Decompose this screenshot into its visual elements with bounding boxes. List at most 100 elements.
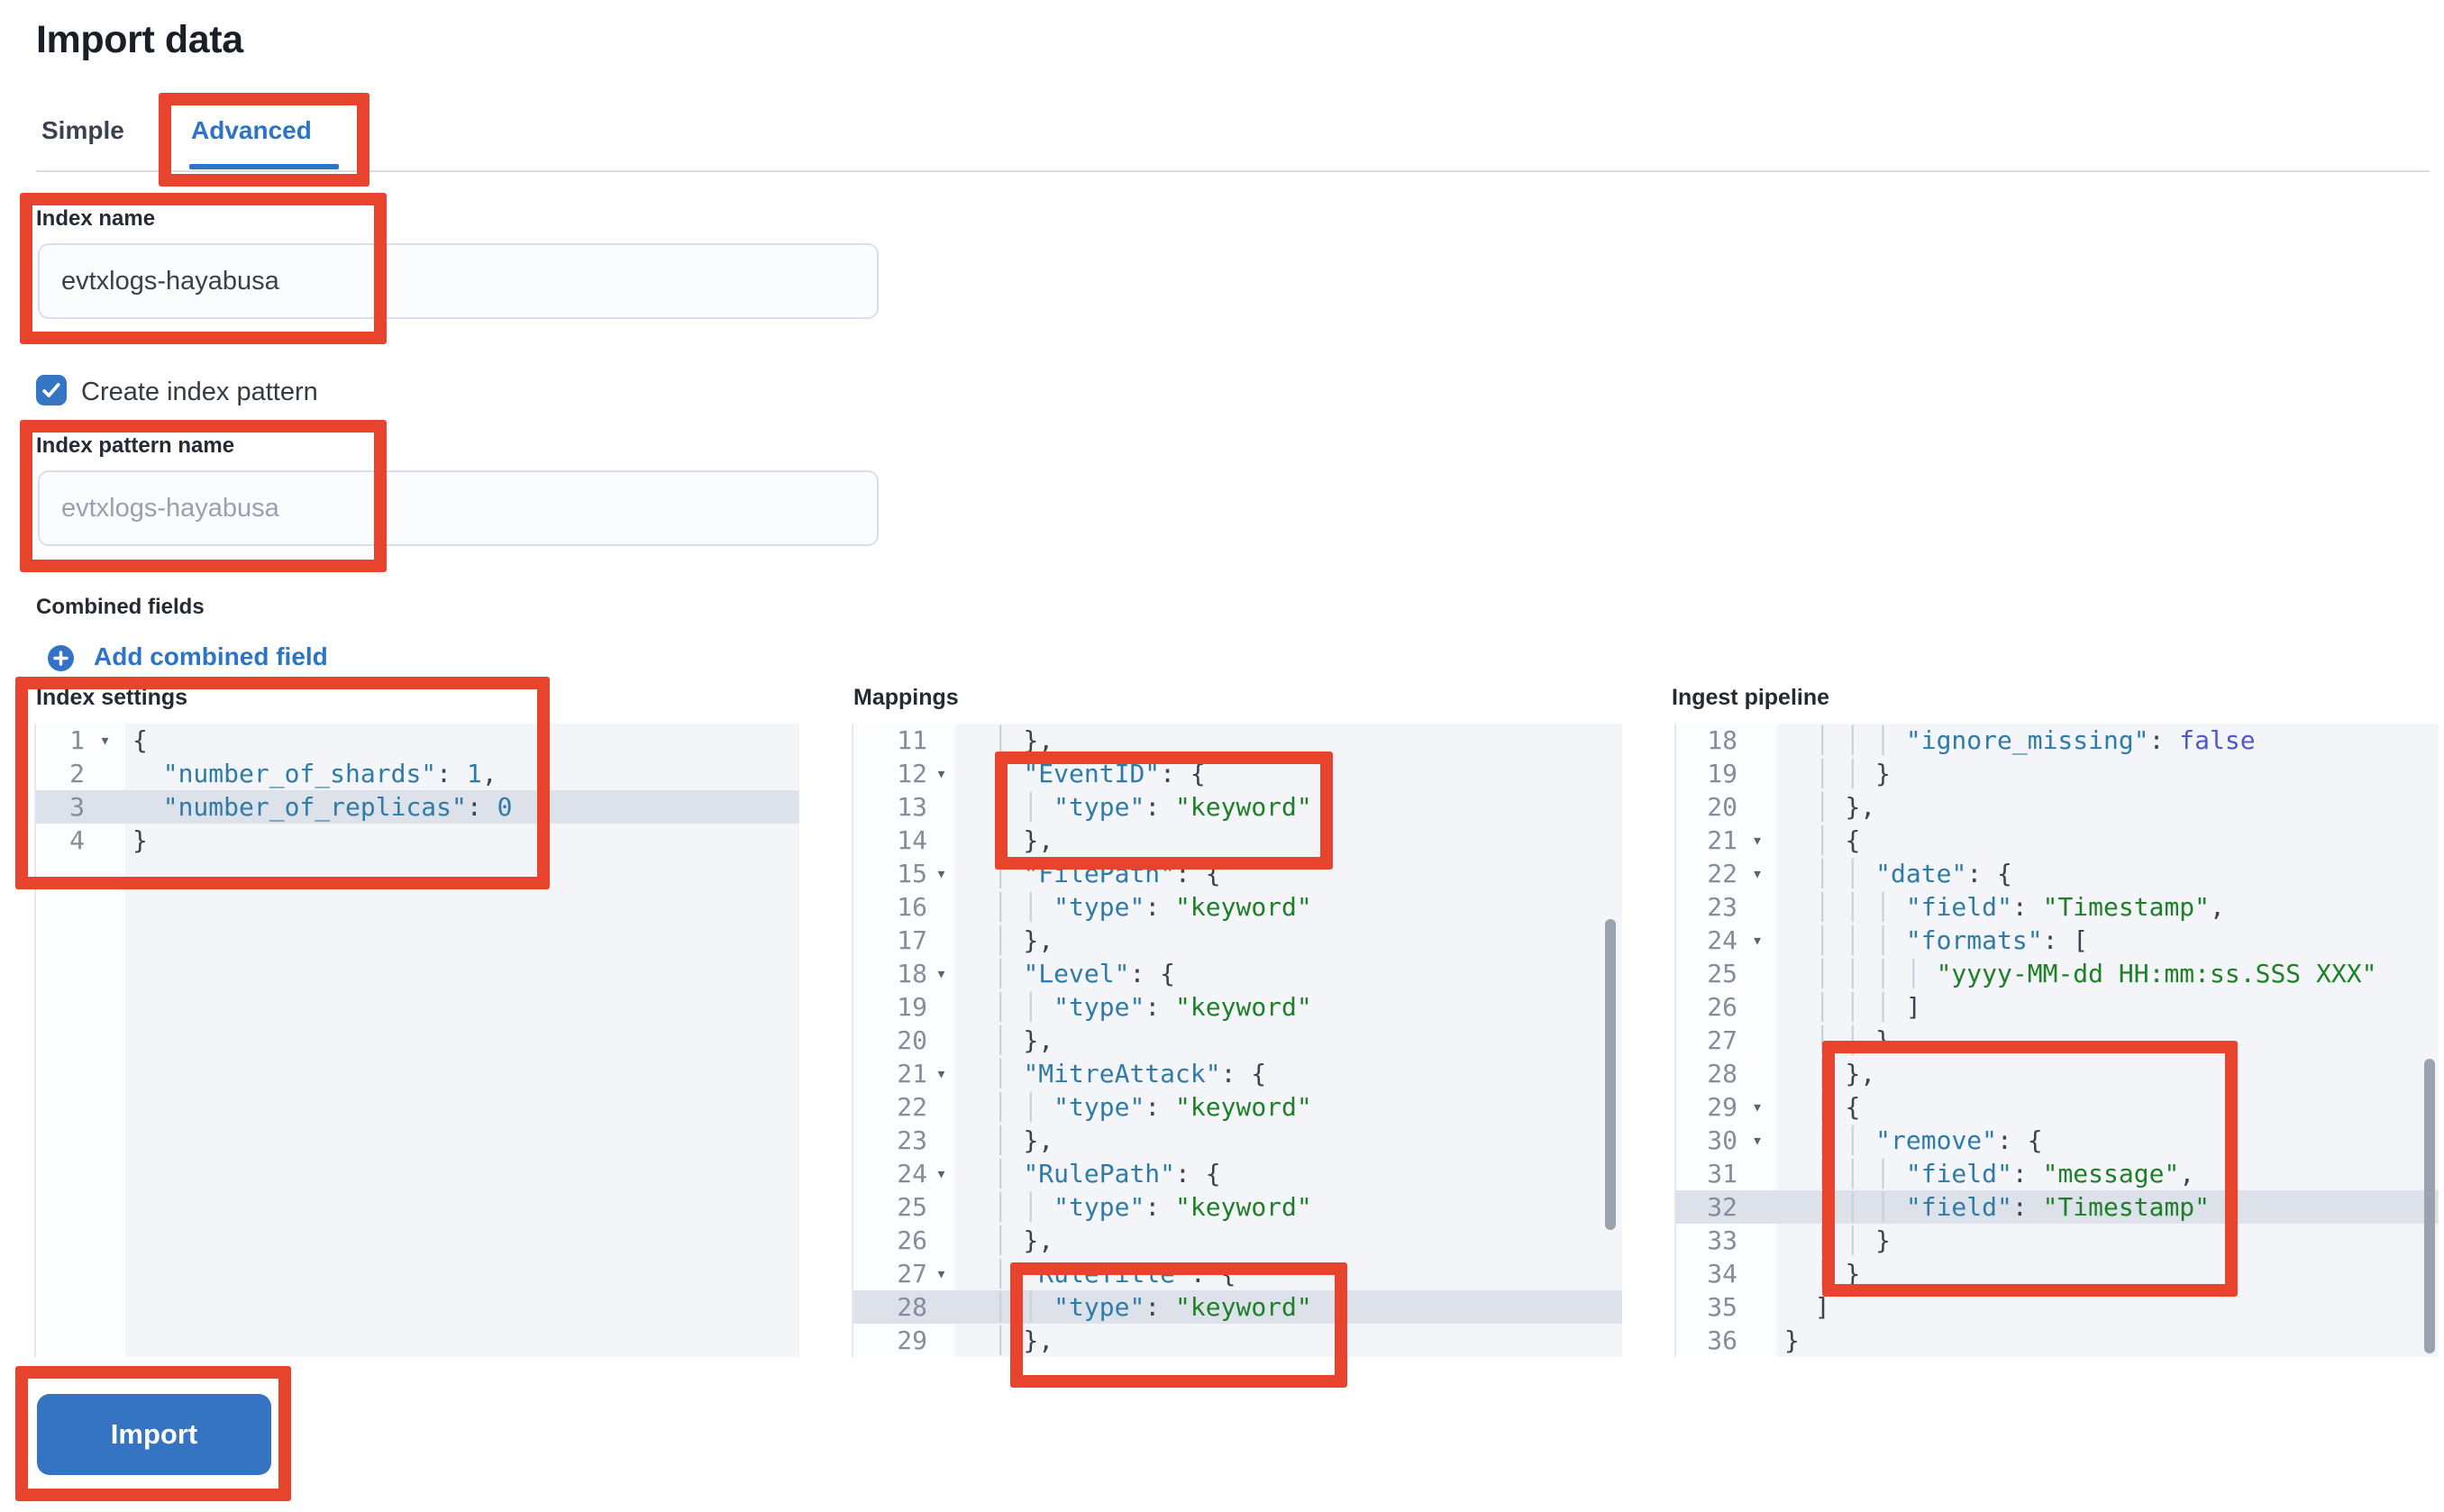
fold-gutter: [927, 1190, 955, 1224]
code-line[interactable]: 27 │ │ }: [1676, 1024, 2439, 1057]
tab-advanced[interactable]: Advanced: [191, 116, 312, 144]
fold-arrow-icon[interactable]: ▾: [935, 1062, 947, 1084]
code-line[interactable]: 16 │ │ "type": "keyword": [853, 890, 1622, 924]
line-number: 19: [897, 992, 927, 1022]
code-line[interactable]: 26 │ │ │ ]: [1676, 990, 2439, 1024]
code-line[interactable]: 27▾ │ "RuleTitle": {: [853, 1257, 1622, 1290]
mappings-scrollbar-thumb[interactable]: [1605, 919, 1616, 1230]
code-line[interactable]: 33 │ │ }: [1676, 1224, 2439, 1257]
code-text: }: [1784, 1325, 1800, 1355]
code-text: │ },: [962, 825, 1054, 855]
line-number: 25: [1707, 959, 1737, 988]
code-text: "number_of_shards": 1,: [162, 759, 497, 788]
code-text: │ "MitreAttack": {: [962, 1059, 1267, 1088]
code-line[interactable]: 24▾ │ "RulePath": {: [853, 1157, 1622, 1190]
line-number: 25: [897, 1192, 927, 1222]
code-line[interactable]: 23 │ },: [853, 1124, 1622, 1157]
code-text: │ │ "type": "keyword": [962, 1092, 1312, 1122]
code-text: │ │ }: [1784, 1025, 1892, 1055]
code-line[interactable]: 12▾ │ "EventID": {: [853, 757, 1622, 790]
code-line[interactable]: 13 │ │ "type": "keyword": [853, 790, 1622, 824]
code-line[interactable]: 25 │ │ │ │ "yyyy-MM-dd HH:mm:ss.SSS XXX": [1676, 957, 2439, 990]
code-text: │ },: [962, 925, 1054, 955]
code-text: │ "RuleTitle": {: [962, 1259, 1236, 1289]
code-line[interactable]: 36}: [1676, 1324, 2439, 1357]
code-line[interactable]: 3 "number_of_replicas": 0: [36, 790, 799, 824]
line-number: 1: [69, 725, 85, 755]
code-line[interactable]: 22 │ │ "type": "keyword": [853, 1090, 1622, 1124]
fold-gutter: [1737, 724, 1777, 757]
code-line[interactable]: 2 "number_of_shards": 1,: [36, 757, 799, 790]
code-line[interactable]: 21▾ │ {: [1676, 824, 2439, 857]
code-line[interactable]: 19 │ │ }: [1676, 757, 2439, 790]
code-line[interactable]: 17 │ },: [853, 924, 1622, 957]
fold-arrow-icon[interactable]: ▾: [1751, 829, 1764, 851]
fold-gutter: [927, 790, 955, 824]
plus-in-circle-icon[interactable]: [48, 645, 74, 671]
code-line[interactable]: 31 │ │ │ "field": "message",: [1676, 1157, 2439, 1190]
code-line[interactable]: 29▾ │ {: [1676, 1090, 2439, 1124]
code-text: │ │ │ "field": "Timestamp",: [1784, 892, 2225, 922]
fold-arrow-icon[interactable]: ▾: [1751, 862, 1764, 884]
code-line[interactable]: 18 │ │ │ "ignore_missing": false: [1676, 724, 2439, 757]
fold-arrow-icon[interactable]: ▾: [1751, 929, 1764, 951]
code-line[interactable]: 4}: [36, 824, 799, 857]
code-line[interactable]: 18▾ │ "Level": {: [853, 957, 1622, 990]
fold-arrow-icon[interactable]: ▾: [1751, 1129, 1764, 1151]
index-settings-editor[interactable]: 1▾{2 "number_of_shards": 1,3 "number_of_…: [34, 724, 799, 1357]
code-line[interactable]: 15▾ │ "FilePath": {: [853, 857, 1622, 890]
fold-arrow-icon[interactable]: ▾: [1751, 1096, 1764, 1117]
ingest-pipeline-scrollbar-thumb[interactable]: [2424, 1059, 2435, 1353]
line-number: 29: [1707, 1092, 1737, 1122]
fold-arrow-icon[interactable]: ▾: [935, 1262, 947, 1284]
line-number: 3: [69, 792, 85, 822]
combined-fields-label: Combined fields: [36, 595, 205, 619]
mappings-editor[interactable]: 11 │ },12▾ │ "EventID": {13 │ │ "type": …: [852, 724, 1622, 1357]
fold-gutter: [1737, 1190, 1777, 1224]
import-button[interactable]: Import: [37, 1394, 271, 1475]
fold-gutter: [1737, 1157, 1777, 1190]
code-line[interactable]: 24▾ │ │ │ "formats": [: [1676, 924, 2439, 957]
add-combined-field-link[interactable]: Add combined field: [94, 642, 328, 670]
code-line[interactable]: 34 │ }: [1676, 1257, 2439, 1290]
code-line[interactable]: 35 ]: [1676, 1290, 2439, 1324]
line-number: 12: [897, 759, 927, 788]
code-line[interactable]: 19 │ │ "type": "keyword": [853, 990, 1622, 1024]
checkmark-icon: [42, 383, 60, 397]
code-line[interactable]: 32 │ │ │ "field": "Timestamp": [1676, 1190, 2439, 1224]
code-text: │ },: [1784, 792, 1876, 822]
line-number: 35: [1707, 1292, 1737, 1322]
line-number: 21: [1707, 825, 1737, 855]
index-name-input[interactable]: [38, 243, 879, 319]
code-line[interactable]: 21▾ │ "MitreAttack": {: [853, 1057, 1622, 1090]
code-text: │ │ "type": "keyword": [962, 792, 1312, 822]
code-line[interactable]: 26 │ },: [853, 1224, 1622, 1257]
code-line[interactable]: 1▾{: [36, 724, 799, 757]
fold-arrow-icon[interactable]: ▾: [935, 1162, 947, 1184]
code-text: │ },: [962, 1225, 1054, 1255]
code-text: │ │ │ ]: [1784, 992, 1921, 1022]
code-line[interactable]: 23 │ │ │ "field": "Timestamp",: [1676, 890, 2439, 924]
code-line[interactable]: 28 │ },: [1676, 1057, 2439, 1090]
tab-simple[interactable]: Simple: [41, 116, 124, 144]
fold-arrow-icon[interactable]: ▾: [935, 862, 947, 884]
line-number: 36: [1707, 1325, 1737, 1355]
code-line[interactable]: 11 │ },: [853, 724, 1622, 757]
code-line[interactable]: 28 │ │ "type": "keyword": [853, 1290, 1622, 1324]
code-line[interactable]: 20 │ },: [853, 1024, 1622, 1057]
index-pattern-name-input[interactable]: [38, 470, 879, 546]
fold-gutter: [1737, 990, 1777, 1024]
fold-arrow-icon[interactable]: ▾: [935, 962, 947, 984]
line-number: 23: [1707, 892, 1737, 922]
line-number: 30: [1707, 1125, 1737, 1155]
code-line[interactable]: 14 │ },: [853, 824, 1622, 857]
create-index-pattern-checkbox[interactable]: [36, 375, 67, 405]
fold-arrow-icon[interactable]: ▾: [99, 729, 111, 751]
code-line[interactable]: 29 │ },: [853, 1324, 1622, 1357]
code-line[interactable]: 22▾ │ │ "date": {: [1676, 857, 2439, 890]
code-line[interactable]: 25 │ │ "type": "keyword": [853, 1190, 1622, 1224]
code-line[interactable]: 30▾ │ │ "remove": {: [1676, 1124, 2439, 1157]
fold-arrow-icon[interactable]: ▾: [935, 762, 947, 784]
code-line[interactable]: 20 │ },: [1676, 790, 2439, 824]
